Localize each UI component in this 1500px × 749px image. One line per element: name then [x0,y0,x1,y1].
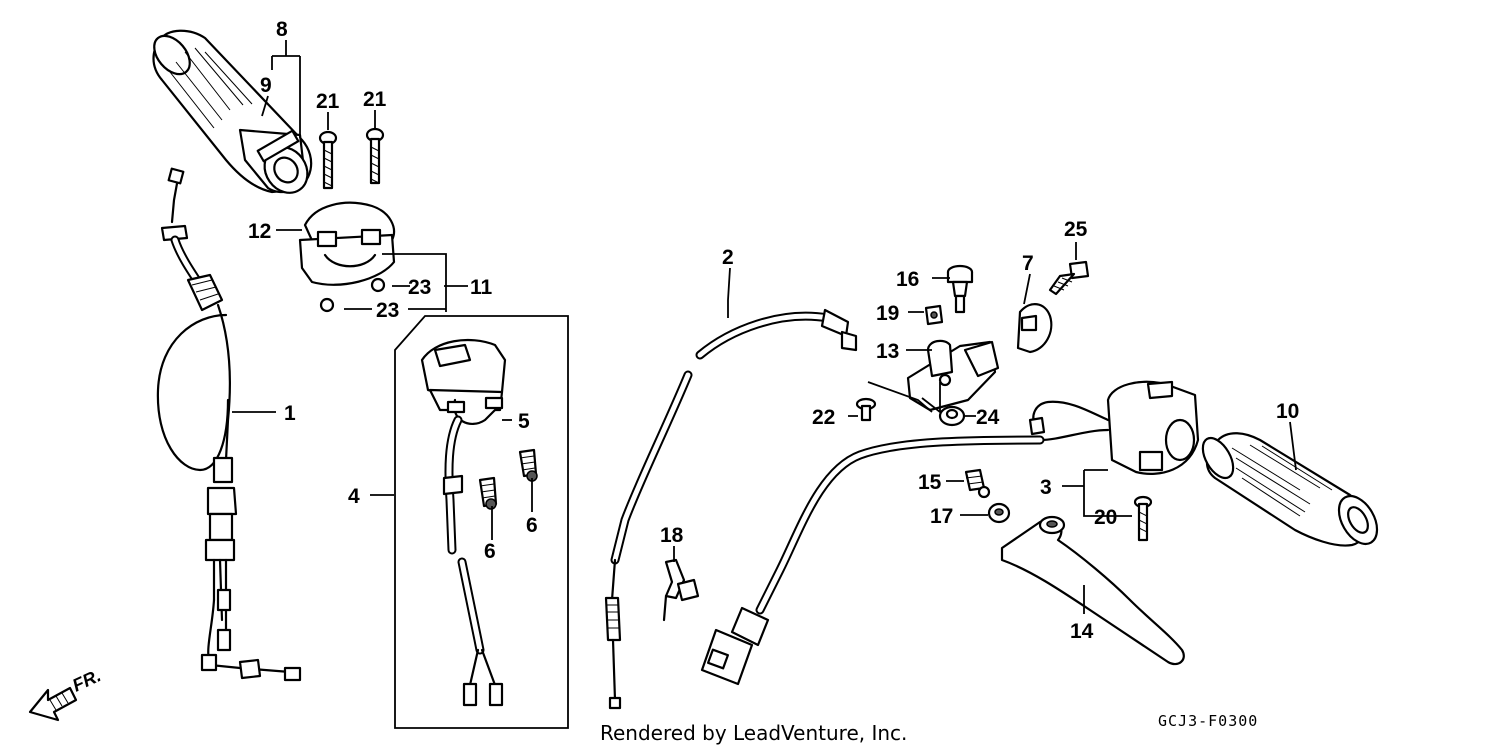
callout-21-right: 21 [363,88,387,111]
callout-25: 25 [1064,218,1088,241]
nut-19-part [924,304,944,326]
callout-13: 13 [876,340,899,363]
throttle-cable-part [156,167,302,682]
callout-8: 8 [276,18,288,41]
switch-assembly-bracket [394,315,569,729]
screw-6-right-part [518,448,538,482]
callout-9: 9 [260,74,272,97]
render-credit: Rendered by LeadVenture, Inc. [600,721,907,745]
callout-2: 2 [722,246,734,269]
callout-1: 1 [284,402,296,425]
screw-22-part [855,397,877,422]
wire-clip-part [662,558,700,622]
nut-24-part [938,405,966,427]
throttle-grip-part [152,29,313,194]
right-switch-housing-part [1028,380,1200,475]
callout-11: 11 [470,276,493,299]
cap-17-part [987,502,1011,524]
screw-20-part [1133,495,1153,542]
callout-15: 15 [918,471,942,494]
left-switch-wire-part [442,415,504,707]
callout-12: 12 [248,220,271,243]
screw-21-right-part [365,127,385,185]
bolt-25-part [1048,260,1090,296]
callout-4: 4 [348,485,360,508]
callout-14: 14 [1070,620,1094,643]
callout-24: 24 [976,406,1000,429]
screw-6-left-part [478,476,498,510]
front-direction-arrow: FR. [28,665,104,722]
callout-18: 18 [660,524,684,547]
lever-holder-part [906,339,1000,412]
throttle-housing-part [298,201,396,313]
callout-16: 16 [896,268,919,291]
bolt-15-part [964,468,991,499]
right-switch-wire-part [700,435,1045,686]
clamp-7-part [1016,303,1053,354]
callout-6-right: 6 [526,514,538,537]
clutch-lever-part [1000,515,1185,666]
callout-10: 10 [1276,400,1299,423]
pivot-bolt-16-part [946,264,974,314]
callout-23-upper: 23 [408,276,431,299]
diagram-code: GCJ3-F0300 [1158,712,1258,730]
callout-7: 7 [1022,252,1034,275]
callout-21-left: 21 [316,90,340,113]
leader-lines [232,40,1297,614]
callout-23-lower: 23 [376,299,399,322]
callout-19: 19 [876,302,899,325]
callout-3: 3 [1040,476,1052,499]
callout-20: 20 [1094,506,1117,529]
callout-17: 17 [930,505,953,528]
left-switch-housing-part [420,338,507,426]
callout-numbers: 8 9 21 21 12 23 11 23 1 4 5 6 6 2 18 16 … [248,18,1299,643]
front-direction-label: FR. [69,665,104,695]
clutch-cable-part [604,308,858,710]
callout-5: 5 [518,410,530,433]
callout-22: 22 [812,406,835,429]
callout-6-left: 6 [484,540,496,563]
right-grip-part [1201,432,1379,547]
screw-21-left-part [318,130,338,190]
